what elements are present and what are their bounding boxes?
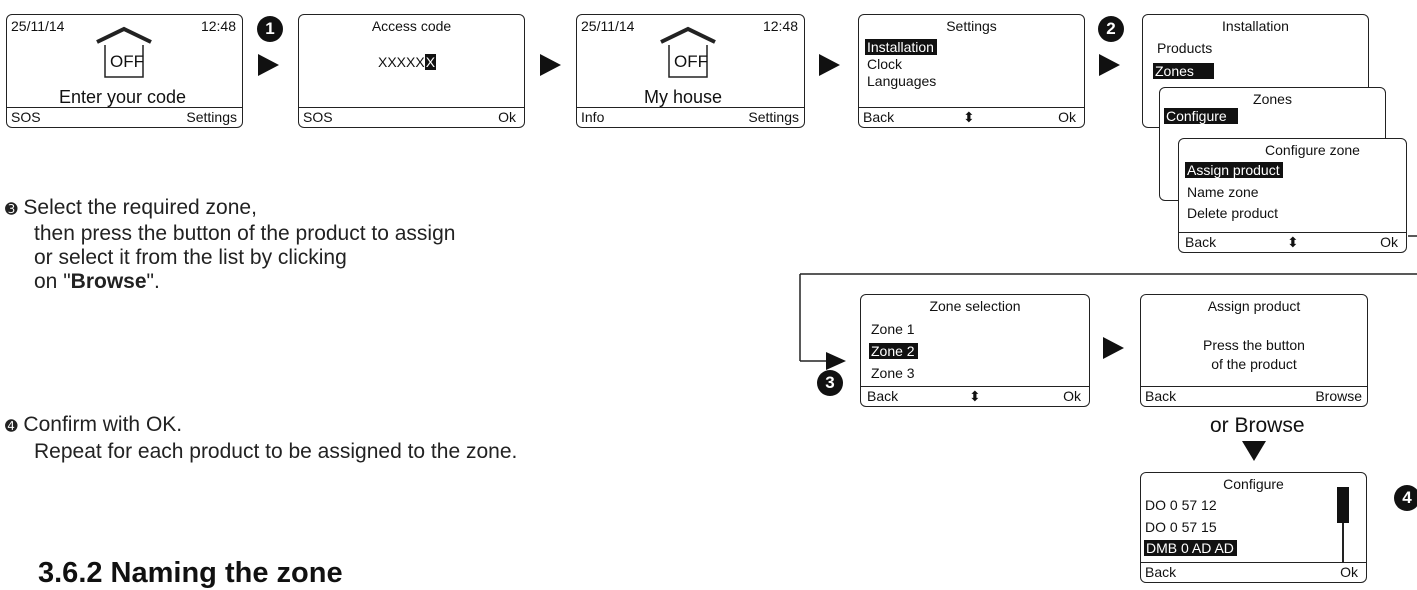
date-label: 25/11/14 bbox=[11, 18, 65, 34]
house-icon bbox=[660, 26, 716, 78]
back-softkey[interactable]: Back bbox=[1145, 388, 1177, 404]
back-softkey[interactable]: Back bbox=[867, 388, 899, 404]
assign-product-screen: Assign product Press the button of the p… bbox=[1140, 294, 1368, 407]
screen-title: Installation bbox=[1222, 18, 1289, 34]
or-browse-label: or Browse bbox=[1210, 414, 1305, 437]
product-item-selected[interactable]: DMB 0 AD AD bbox=[1144, 540, 1237, 556]
product-item[interactable]: DO 0 57 15 bbox=[1145, 519, 1217, 535]
alarm-status: OFF bbox=[674, 52, 708, 71]
instruction-line: on "Browse". bbox=[5, 270, 455, 294]
step-3-bullet: ➌ bbox=[5, 201, 18, 218]
sos-softkey[interactable]: SOS bbox=[303, 109, 333, 125]
flow-arrow bbox=[258, 54, 279, 76]
house-icon bbox=[96, 26, 152, 78]
ok-softkey[interactable]: Ok bbox=[498, 109, 516, 125]
zone-selection-screen: Zone selection Zone 1 Zone 2 Zone 3 Back… bbox=[860, 294, 1090, 407]
back-softkey[interactable]: Back bbox=[1185, 234, 1217, 250]
instruction-line: Select the required zone, bbox=[23, 196, 257, 219]
settings-softkey[interactable]: Settings bbox=[186, 109, 237, 125]
menu-item-delete-product[interactable]: Delete product bbox=[1187, 205, 1279, 221]
step-3-marker: 3 bbox=[817, 370, 843, 396]
code-entry: XXXXXX bbox=[378, 54, 437, 70]
back-softkey[interactable]: Back bbox=[863, 109, 895, 125]
code-cursor: X bbox=[424, 54, 437, 70]
up-down-icon: ⬍ bbox=[963, 109, 975, 125]
scrollbar-thumb[interactable] bbox=[1337, 487, 1349, 523]
step-4-marker: 4 bbox=[1394, 485, 1417, 511]
menu-item-clock[interactable]: Clock bbox=[867, 56, 903, 72]
screen-title: Configure bbox=[1223, 476, 1284, 492]
screen-title: Zones bbox=[1253, 91, 1292, 107]
configure-zone-screen: Configure zone Assign product Name zone … bbox=[1178, 138, 1407, 253]
house-name: My house bbox=[644, 87, 723, 107]
instruction-text: ". bbox=[146, 270, 160, 293]
menu-item-zones[interactable]: Zones bbox=[1153, 63, 1214, 79]
menu-item-installation[interactable]: Installation bbox=[865, 39, 937, 55]
screen-title: Settings bbox=[946, 18, 997, 34]
instruction-text: on " bbox=[34, 270, 71, 293]
info-softkey[interactable]: Info bbox=[581, 109, 605, 125]
access-code-screen: Access code XXXXXX SOS Ok bbox=[298, 14, 525, 128]
ok-softkey[interactable]: Ok bbox=[1380, 234, 1398, 250]
instruction-line: Confirm with OK. bbox=[23, 413, 183, 436]
flow-arrow bbox=[1099, 54, 1120, 76]
ok-softkey[interactable]: Ok bbox=[1058, 109, 1076, 125]
instruction-line: or select it from the list by clicking bbox=[34, 246, 347, 269]
menu-item-products[interactable]: Products bbox=[1157, 40, 1213, 56]
menu-item-assign-product[interactable]: Assign product bbox=[1185, 162, 1283, 178]
browse-keyword: Browse bbox=[70, 270, 147, 293]
zone-3-option[interactable]: Zone 3 bbox=[871, 365, 915, 381]
instruction-step-3: ➌ Select the required zone, then press t… bbox=[5, 196, 455, 294]
zone-2-option[interactable]: Zone 2 bbox=[869, 343, 918, 359]
screen-title: Configure zone bbox=[1265, 142, 1360, 158]
home-screen-my-house: 25/11/14 12:48 OFF My house Info Setting… bbox=[576, 14, 805, 128]
ok-softkey[interactable]: Ok bbox=[1063, 388, 1081, 404]
sos-softkey[interactable]: SOS bbox=[11, 109, 41, 125]
screen-title: Access code bbox=[371, 18, 452, 34]
flow-arrow bbox=[1103, 337, 1124, 359]
prompt-message: Enter your code bbox=[59, 87, 187, 107]
menu-item-name-zone[interactable]: Name zone bbox=[1187, 184, 1259, 200]
product-item[interactable]: DO 0 57 12 bbox=[1145, 497, 1217, 513]
up-down-icon: ⬍ bbox=[969, 388, 981, 404]
home-screen-enter-code: 25/11/14 12:48 OFF Enter your code SOS S… bbox=[6, 14, 243, 128]
screen-title: Zone selection bbox=[929, 298, 1021, 314]
flow-arrow bbox=[819, 54, 840, 76]
instruction-line-2: of the product bbox=[1211, 356, 1297, 372]
date-label: 25/11/14 bbox=[581, 18, 635, 34]
back-softkey[interactable]: Back bbox=[1145, 564, 1177, 580]
menu-item-configure[interactable]: Configure bbox=[1164, 108, 1238, 124]
zone-1-option[interactable]: Zone 1 bbox=[871, 321, 915, 337]
section-heading: 3.6.2 Naming the zone bbox=[38, 557, 343, 589]
time-label: 12:48 bbox=[762, 18, 798, 34]
settings-screen: Settings Installation Clock Languages Ba… bbox=[858, 14, 1085, 128]
up-down-icon: ⬍ bbox=[1287, 234, 1299, 250]
instruction-line: Repeat for each product to be assigned t… bbox=[34, 440, 518, 463]
ok-softkey[interactable]: Ok bbox=[1340, 564, 1358, 580]
instruction-line-1: Press the button bbox=[1203, 337, 1305, 353]
scrollbar-track bbox=[1342, 487, 1344, 562]
settings-softkey[interactable]: Settings bbox=[748, 109, 799, 125]
step-4-bullet: ➍ bbox=[5, 418, 18, 435]
step-2-marker: 2 bbox=[1098, 16, 1124, 42]
down-arrow-icon bbox=[1242, 441, 1266, 461]
instruction-step-4: ➍ Confirm with OK. Repeat for each produ… bbox=[5, 412, 517, 464]
browse-softkey[interactable]: Browse bbox=[1315, 388, 1362, 404]
instruction-line: then press the button of the product to … bbox=[34, 222, 456, 245]
scrollbar[interactable] bbox=[1337, 487, 1349, 562]
code-digits: XXXXX bbox=[378, 54, 425, 70]
step-1-marker: 1 bbox=[257, 16, 283, 42]
alarm-status: OFF bbox=[110, 52, 144, 71]
configure-product-list-screen: Configure DO 0 57 12 DO 0 57 15 DMB 0 AD… bbox=[1140, 472, 1367, 583]
time-label: 12:48 bbox=[200, 18, 236, 34]
screen-title: Assign product bbox=[1207, 298, 1301, 314]
flow-arrow bbox=[540, 54, 561, 76]
menu-item-languages[interactable]: Languages bbox=[867, 73, 937, 89]
